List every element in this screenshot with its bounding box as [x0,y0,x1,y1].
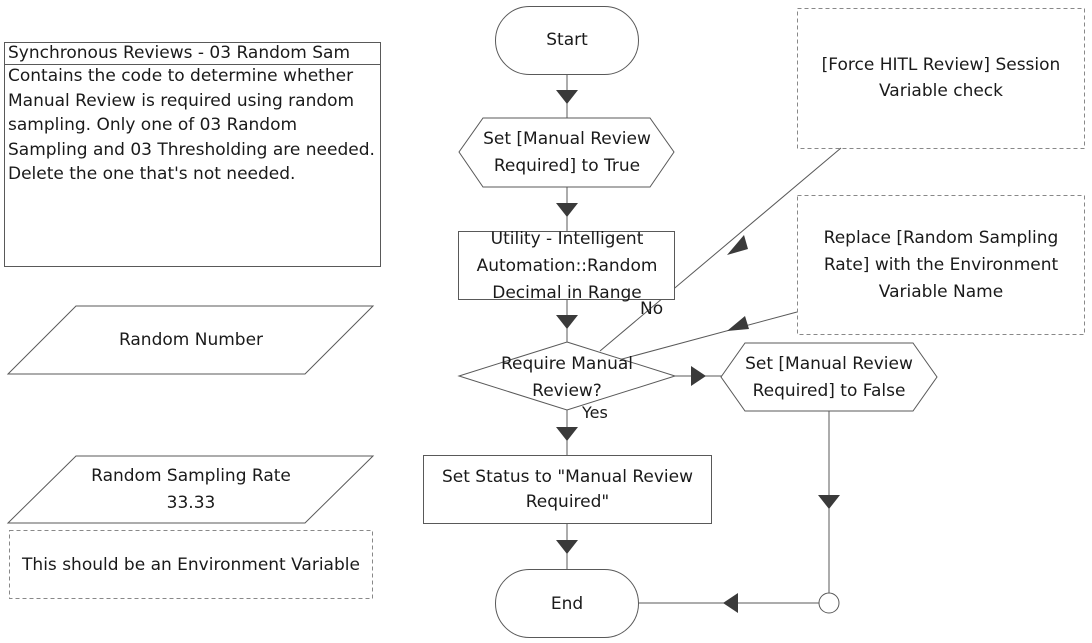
replace-annotation-line2: Rate] with the Environment [823,255,1059,275]
end-label: End [550,594,584,614]
utility-action-box[interactable] [458,231,675,300]
arrowhead-yes [556,427,578,441]
hitl-annotation-line2: Variable check [878,81,1003,101]
arrowhead-set-status [556,540,578,554]
decision-line1: Require Manual [500,354,634,374]
set-true-line2: Required] to True [493,156,641,176]
utility-line2: Automation::Random [476,256,658,276]
start-label: Start [546,30,588,50]
start-terminator[interactable] [495,6,639,75]
yes-branch-label: Yes [582,403,608,422]
replace-connector-line [610,311,798,363]
set-false-line2: Required] to False [752,381,906,401]
replace-annotation-line1: Replace [Random Sampling [823,228,1059,248]
replace-connector-arrowhead [727,316,749,331]
decision-line2: Review? [532,381,602,401]
hitl-annotation-box[interactable] [797,8,1085,149]
utility-line3: Decimal in Range [492,283,642,303]
set-true-calculation[interactable] [458,117,675,188]
random-number-label: Random Number [118,330,264,350]
hitl-annotation-line1: [Force HITL Review] Session [821,55,1061,75]
set-status-line2: Required" [525,492,610,512]
sampling-rate-value: 33.33 [166,493,216,513]
note-body: Contains the code to determine whether M… [8,66,375,184]
utility-line1: Utility - Intelligent [490,229,644,249]
end-terminator[interactable] [495,569,639,638]
set-status-action-box[interactable] [423,455,712,524]
no-branch-label: No [640,299,664,319]
set-false-line1: Set [Manual Review [745,354,913,374]
hitl-connector-arrowhead [727,235,748,255]
set-status-line1: Set Status to "Manual Review [441,467,693,487]
junction-anchor[interactable] [818,592,840,614]
replace-annotation-line3: Variable Name [878,282,1004,302]
arrowhead-no [691,366,706,386]
env-variable-note-box[interactable] [9,530,373,599]
set-true-line1: Set [Manual Review [483,129,651,149]
env-variable-note: This should be an Environment Variable [22,555,360,575]
random-sampling-rate-data-item[interactable] [6,455,375,524]
arrowhead-start [556,90,578,104]
arrowhead-set-true [556,203,578,217]
set-false-calculation[interactable] [720,342,938,412]
random-number-data-item[interactable] [6,305,375,375]
arrowhead-anchor [723,593,738,613]
sampling-rate-label: Random Sampling Rate [91,466,291,486]
replace-annotation-box[interactable] [797,195,1085,335]
arrowhead-utility [556,315,578,329]
note-title: Synchronous Reviews - 03 Random Sam [8,43,351,63]
note-body-box[interactable] [4,64,381,267]
hitl-connector-line [599,147,842,352]
arrowhead-set-false [818,495,840,509]
